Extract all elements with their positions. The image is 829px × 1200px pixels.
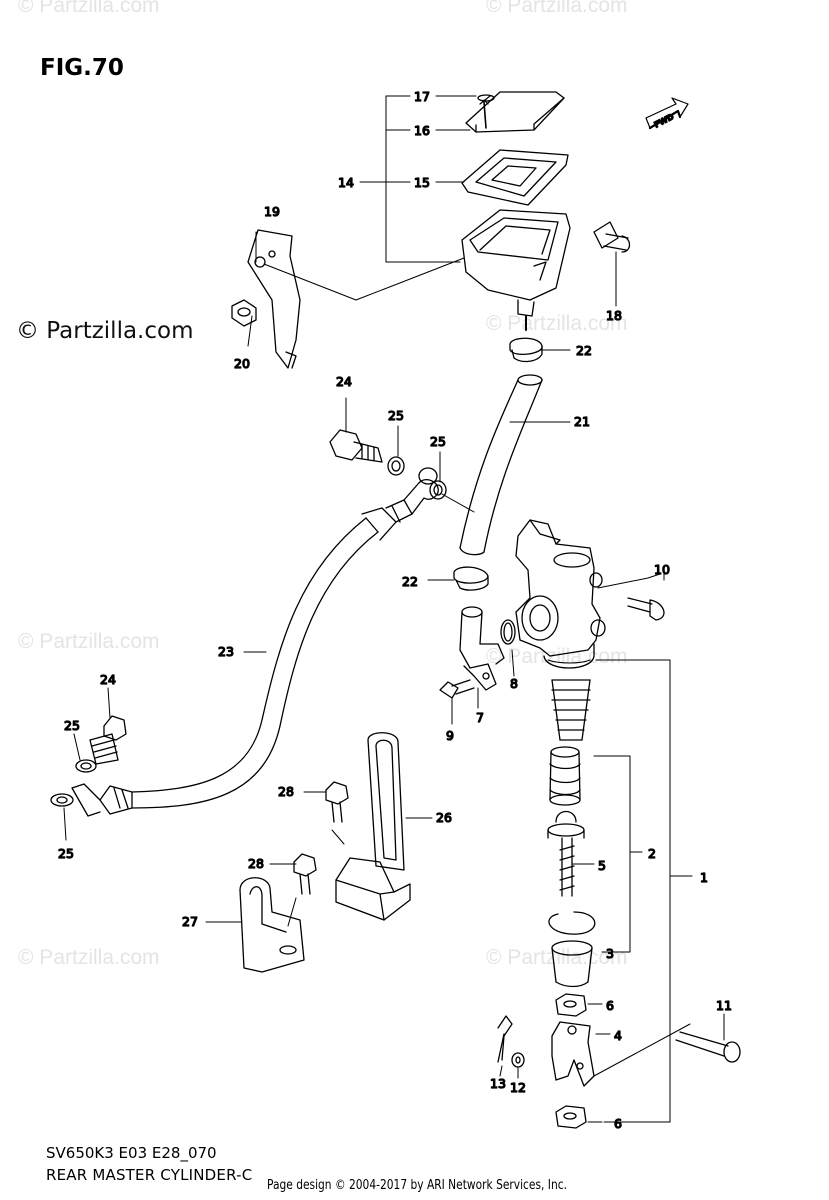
washer-12 (511, 1052, 525, 1068)
bracket-27 (239, 877, 305, 973)
callout-2: 2 (648, 846, 656, 861)
nut-6-lower (555, 1105, 587, 1129)
bracket-19 (247, 229, 301, 369)
fwd-arrow-icon: FWD (645, 97, 689, 130)
bolt-28-upper (325, 781, 349, 823)
callout-4: 4 (614, 1028, 622, 1043)
callout-6b: 6 (614, 1116, 622, 1131)
callout-7: 7 (476, 710, 484, 725)
nut-6-upper (555, 993, 587, 1017)
hose-guide-26 (335, 732, 411, 921)
callout-23: 23 (218, 644, 234, 659)
cotter-pin-13 (497, 1015, 513, 1063)
callout-18: 18 (606, 308, 622, 323)
callouts: 1 2 3 4 5 6 6 7 8 9 10 11 12 13 14 15 16… (57, 88, 732, 1131)
callout-14: 14 (338, 175, 354, 190)
callout-28a: 28 (278, 784, 294, 799)
callout-9: 9 (446, 728, 454, 743)
callout-22a: 22 (576, 343, 592, 358)
washer-25-a (387, 456, 405, 476)
callout-25b: 25 (430, 434, 446, 449)
boot-3 (551, 940, 593, 988)
reservoir-cap (465, 91, 565, 133)
callout-5: 5 (598, 858, 606, 873)
watermark-left: © Partzilla.com (18, 630, 160, 653)
callout-15: 15 (414, 175, 430, 190)
callout-25c: 25 (64, 718, 80, 733)
hose-union-7 (459, 606, 505, 691)
bolt-10 (627, 597, 665, 621)
watermark-mid-right: © Partzilla.com (486, 312, 628, 335)
callout-22b: 22 (402, 574, 418, 589)
callout-25a: 25 (388, 408, 404, 423)
watermark-top-left: © Partzilla.com (18, 0, 160, 17)
callout-19: 19 (264, 204, 280, 219)
callout-21: 21 (574, 414, 590, 429)
callout-25d: 25 (58, 846, 74, 861)
callout-11: 11 (716, 998, 732, 1013)
union-bolt-24-lower (89, 715, 127, 765)
push-rod-5 (547, 810, 585, 897)
callout-26: 26 (436, 810, 452, 825)
bolt-28-lower (293, 853, 317, 895)
callout-1: 1 (700, 870, 708, 885)
washer-25-d (50, 793, 74, 807)
clevis-4 (551, 1021, 595, 1087)
o-ring-8 (500, 619, 516, 645)
bolt-18 (593, 221, 631, 253)
callout-17: 17 (414, 89, 430, 104)
callout-8: 8 (510, 676, 518, 691)
page-footer: Page design © 2004-2017 by ARI Network S… (267, 1178, 567, 1193)
bolt-9 (439, 679, 475, 699)
callout-3: 3 (606, 946, 614, 961)
piston-cup (549, 746, 581, 806)
diagram-title: REAR MASTER CYLINDER-C (46, 1166, 253, 1184)
brake-hose-23 (71, 467, 439, 817)
hose-clamp-22-bottom (453, 566, 489, 591)
callout-6a: 6 (606, 998, 614, 1013)
model-code: SV650K3 E03 E28_070 (46, 1144, 217, 1162)
figure-number: FIG.70 (40, 55, 124, 81)
watermark-right: © Partzilla.com (486, 645, 628, 668)
callout-20: 20 (234, 356, 250, 371)
callout-16: 16 (414, 123, 430, 138)
reservoir-diaphragm (461, 149, 569, 206)
callout-27: 27 (182, 914, 198, 929)
washer-25-b (429, 480, 447, 500)
callout-24a: 24 (336, 374, 352, 389)
brand-label: © Partzilla.com (16, 318, 194, 344)
watermark-lower-left: © Partzilla.com (18, 946, 160, 969)
callout-28b: 28 (248, 856, 264, 871)
piston-spring (551, 679, 591, 741)
nut-20 (231, 299, 257, 327)
union-bolt-24-top (329, 429, 383, 463)
reservoir-hose-21 (459, 374, 543, 556)
clevis-pin-11 (675, 1031, 741, 1063)
hose-clamp-22-top (509, 337, 543, 363)
callout-13: 13 (490, 1076, 506, 1091)
circlip (548, 911, 596, 935)
reservoir-body (461, 209, 571, 331)
callout-24b: 24 (100, 672, 116, 687)
leader-lines (63, 95, 725, 1123)
watermark-top-right: © Partzilla.com (486, 0, 628, 17)
master-cylinder-body (515, 519, 606, 669)
callout-12: 12 (510, 1080, 526, 1095)
callout-10: 10 (654, 562, 670, 577)
washer-25-c (75, 759, 97, 773)
